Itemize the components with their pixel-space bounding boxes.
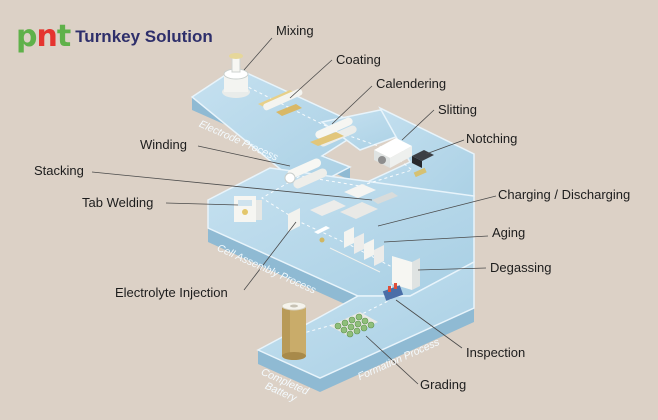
charging-rack-icon — [329, 227, 384, 273]
inspection-machine-icon — [382, 283, 404, 301]
calender-roll-icon — [310, 117, 357, 147]
step-label-mixing: Mixing — [276, 23, 314, 38]
coating-machine-icon — [258, 88, 303, 116]
step-label-aging: Aging — [492, 225, 526, 240]
step-label-winding: Winding — [140, 137, 187, 152]
electrolyte-injection-icon — [310, 200, 346, 216]
stacking-machine-icon — [340, 184, 398, 219]
mixer-icon — [222, 53, 250, 98]
step-label-electrolyte-injection: Electrolyte Injection — [115, 285, 228, 300]
step-label-charging-discharging: Charging / Discharging — [498, 187, 631, 202]
step-label-degassing: Degassing — [490, 260, 552, 275]
brand-name: Turnkey Solution — [75, 27, 213, 46]
step-label-slitting: Slitting — [438, 102, 478, 117]
brand-mark: pnt — [16, 19, 71, 54]
step-label-tab-welding: Tab Welding — [82, 195, 154, 210]
grading-tray-icon — [330, 312, 378, 338]
battery-cell-icon — [281, 301, 307, 360]
step-label-inspection: Inspection — [466, 345, 526, 360]
step-label-grading: Grading — [420, 377, 467, 392]
step-label-notching: Notching — [466, 131, 518, 146]
step-label-coating: Coating — [336, 52, 381, 67]
degassing-machine-icon — [392, 256, 420, 290]
slitting-machine-icon — [374, 138, 412, 168]
assembly-panel-icon — [288, 208, 330, 243]
step-label-calendering: Calendering — [376, 76, 447, 91]
step-label-stacking: Stacking — [34, 163, 84, 178]
winding-machine-icon — [284, 158, 328, 189]
tab-welding-machine-icon — [234, 196, 262, 222]
brand-logo: pnt Turnkey Solution — [16, 20, 213, 54]
leader-lines — [91, 37, 497, 385]
